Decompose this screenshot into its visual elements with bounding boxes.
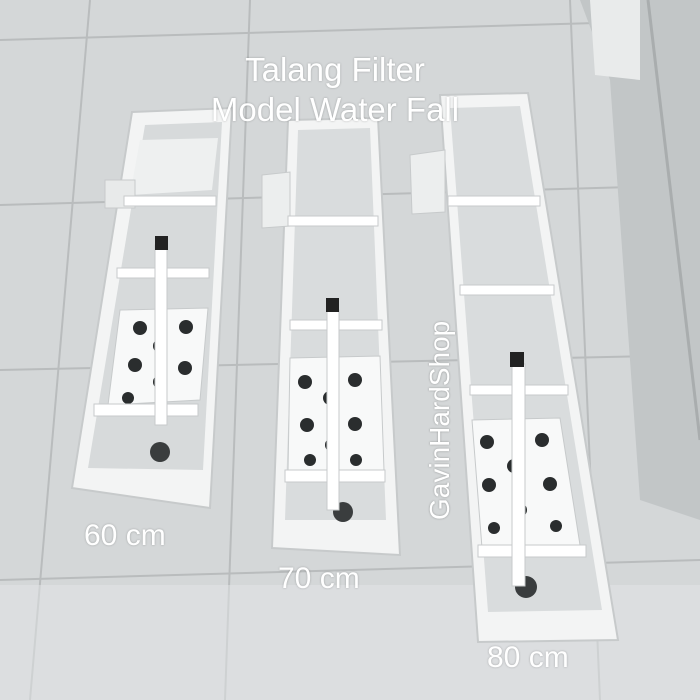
trough-60cm (70, 106, 234, 510)
shop-watermark: GavinHardShop (424, 320, 455, 520)
background-door (580, 0, 700, 520)
title-line-1: Talang Filter (245, 51, 425, 88)
title-line-2: Model Water Fall (210, 91, 460, 128)
size-label-70cm: 70 cm (278, 562, 360, 595)
size-label-80cm: 80 cm (487, 641, 569, 674)
trough-80cm (409, 91, 620, 644)
photo-title: Talang Filter Model Water Fall (140, 50, 530, 130)
trough-70cm (261, 116, 402, 557)
size-label-60cm: 60 cm (84, 519, 166, 552)
